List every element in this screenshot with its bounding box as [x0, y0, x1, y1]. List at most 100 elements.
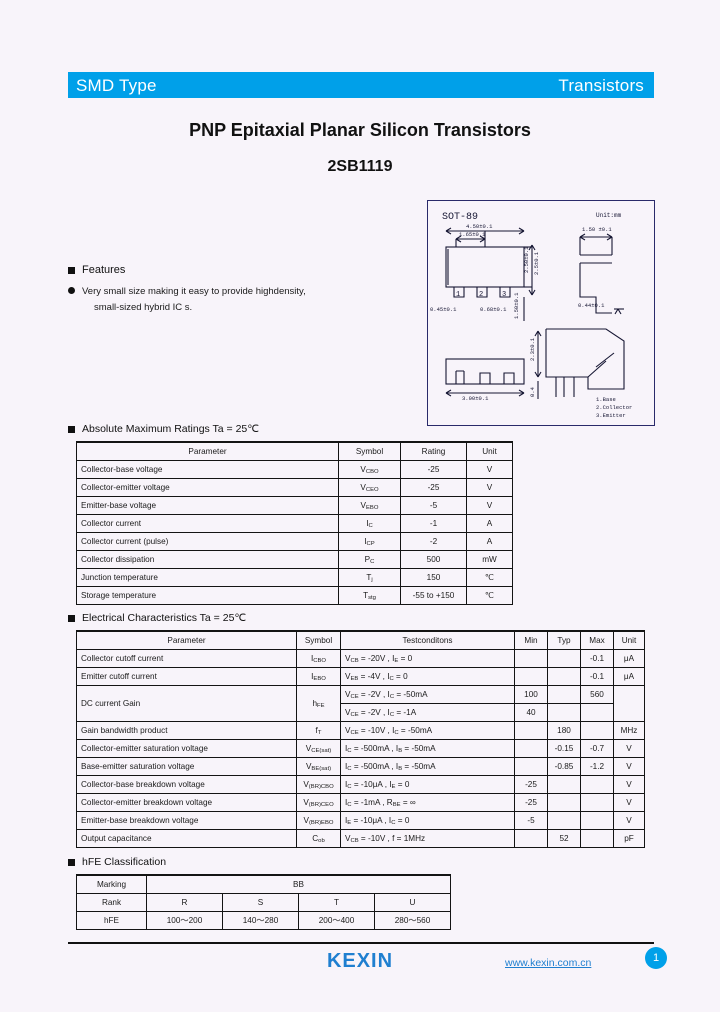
cell-symbol: IC — [338, 514, 401, 533]
cell-hfe-range: 200～400 — [298, 911, 375, 930]
col-parameter: Parameter — [76, 441, 339, 461]
header-left-label: SMD Type — [76, 75, 157, 95]
page-number-badge: 1 — [645, 947, 667, 969]
pin-number-2: 2 — [479, 291, 483, 299]
cell-rating: -25 — [400, 478, 467, 497]
cell-symbol: hFE — [296, 685, 341, 722]
package-outline-drawing: SOT-89 Unit:mm 4.50±0.1 1.65±0.1 2.50±0.… — [427, 200, 655, 426]
cell-symbol: ICP — [338, 532, 401, 551]
cell-marking-value: BB — [146, 874, 451, 894]
cell-parameter: Gain bandwidth product — [76, 721, 297, 740]
part-number: 2SB1119 — [327, 158, 393, 175]
package-unit-label: Unit:mm — [596, 212, 622, 219]
col-symbol: Symbol — [296, 630, 341, 650]
cell-symbol: fT — [296, 721, 341, 740]
cell-rating: -1 — [400, 514, 467, 533]
cell-min: -25 — [514, 793, 548, 812]
absolute-maximum-ratings-table: Parameter Symbol Rating Unit Collector-b… — [76, 441, 513, 605]
table-header-row: Parameter Symbol Rating Unit — [76, 441, 513, 461]
cell-min: -5 — [514, 811, 548, 830]
feature-text-line1: Very small size making it easy to provid… — [82, 286, 306, 297]
cell-test-conditions: VCB = -20V , IE = 0 — [340, 649, 515, 668]
dot-bullet-icon — [68, 287, 75, 294]
cell-symbol: Tstg — [338, 586, 401, 605]
dim-base-len: 3.00±0.1 — [462, 395, 489, 402]
cell-rank: R — [146, 893, 223, 912]
company-logo: KEXIN — [326, 950, 394, 972]
cell-test-conditions: IE = -10μA , IC = 0 — [340, 811, 515, 830]
col-unit: Unit — [466, 441, 513, 461]
feature-text: Very small size making it easy to provid… — [82, 284, 306, 315]
cell-min — [514, 829, 548, 848]
cell-unit: V — [466, 460, 513, 479]
cell-symbol: Cob — [296, 829, 341, 848]
cell-max: -0.7 — [580, 739, 614, 758]
col-testconditions: Testconditons — [340, 630, 515, 650]
cell-test-conditions: IC = -500mA , IB = -50mA — [340, 757, 515, 776]
cell-unit: ℃ — [466, 586, 513, 605]
pin-legend-1: 1.Base — [596, 396, 616, 403]
cell-typ — [547, 649, 581, 668]
cell-min — [514, 739, 548, 758]
cell-unit: V — [466, 496, 513, 515]
absolute-max-heading-label: Absolute Maximum Ratings Ta = 25℃ — [82, 423, 260, 435]
cell-typ — [547, 703, 581, 722]
cell-rank: S — [222, 893, 299, 912]
cell-hfe-range: 280～560 — [374, 911, 451, 930]
dim-body-height: 2.50±0.1 — [523, 246, 530, 273]
footer-divider — [68, 942, 654, 944]
cell-typ: -0.15 — [547, 739, 581, 758]
hfe-classification-heading-label: hFE Classification — [82, 856, 167, 868]
dim-height-side: 2.3±0.1 — [529, 337, 536, 361]
cell-unit: μA — [613, 667, 645, 686]
package-drawing-svg: SOT-89 Unit:mm 4.50±0.1 1.65±0.1 2.50±0.… — [430, 212, 632, 419]
cell-test-conditions: IC = -10μA , IE = 0 — [340, 775, 515, 794]
cell-unit: V — [613, 739, 645, 758]
website-link[interactable]: www.kexin.com.cn — [505, 957, 592, 969]
cell-test-conditions: VCE = -2V , IC = -1A — [340, 703, 515, 722]
cell-max — [580, 703, 614, 722]
col-unit: Unit — [613, 630, 645, 650]
cell-parameter: Emitter-base breakdown voltage — [76, 811, 297, 830]
cell-parameter: Collector-base breakdown voltage — [76, 775, 297, 794]
cell-max — [580, 811, 614, 830]
cell-symbol: V(BR)CEO — [296, 793, 341, 812]
cell-max — [580, 721, 614, 740]
cell-max — [580, 775, 614, 794]
hfe-classification-heading: hFE Classification — [68, 856, 166, 868]
cell-parameter: Collector current — [76, 514, 339, 533]
cell-typ — [547, 811, 581, 830]
dim-body-width: 4.50±0.1 — [466, 223, 493, 230]
col-typ: Typ — [547, 630, 581, 650]
features-section: Features Very small size making it easy … — [68, 264, 398, 315]
col-symbol: Symbol — [338, 441, 401, 461]
cell-parameter: Collector cutoff current — [76, 649, 297, 668]
square-bullet-icon — [68, 614, 75, 622]
features-heading: Features — [68, 264, 398, 276]
cell-typ — [547, 775, 581, 794]
cell-symbol: V(BR)CBO — [296, 775, 341, 794]
pin-legend-3: 3.Emitter — [596, 412, 626, 419]
cell-parameter: Collector current (pulse) — [76, 532, 339, 551]
table-header-row: Parameter Symbol Testconditons Min Typ M… — [76, 630, 645, 650]
cell-unit: pF — [613, 829, 645, 848]
dim-seating: 1.50 ±0.1 — [582, 226, 612, 233]
cell-parameter: Collector-emitter breakdown voltage — [76, 793, 297, 812]
cell-rating: -55 to +150 — [400, 586, 467, 605]
dim-thickness: 0.44±0.1 — [578, 302, 605, 309]
cell-symbol: IEBO — [296, 667, 341, 686]
cell-min: -25 — [514, 775, 548, 794]
pin-legend-2: 2.Collector — [596, 404, 632, 411]
